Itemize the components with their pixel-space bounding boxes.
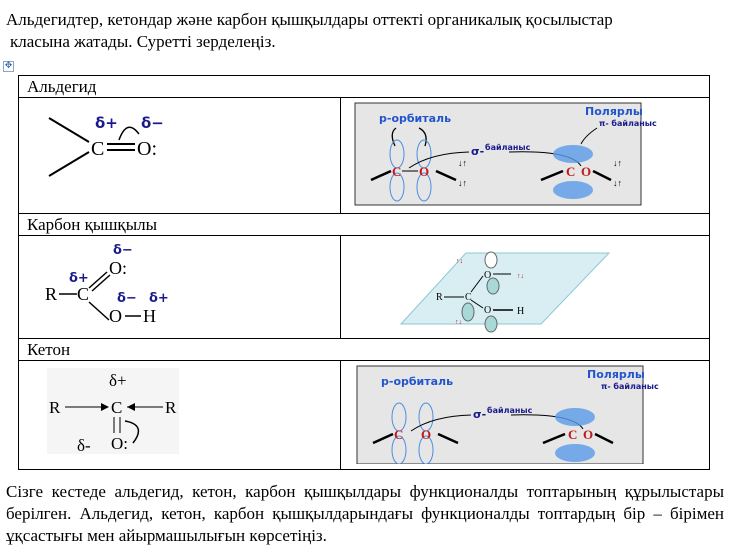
polar-label: Полярлы [587, 368, 645, 381]
electron-shift-arrow [118, 126, 140, 141]
ketone-structure: δ+ R C R O: δ- [18, 360, 341, 470]
carbon-atom: C [392, 164, 401, 179]
spin-label: ↑↓ [455, 318, 462, 326]
spin-label: ↓↑ [458, 158, 467, 168]
hydroxyl-oxygen: O [109, 306, 122, 326]
sigma-label: σ- [473, 408, 486, 421]
pi-bond-label: π- байланыс [601, 381, 659, 391]
row-header-aldehyde: Альдегид [18, 75, 710, 98]
r-group: R [165, 398, 177, 417]
oxygen-atom: O: [137, 138, 157, 160]
oxygen-atom: O [484, 270, 491, 281]
row-header-carboxylic-acid: Карбон қышқылы [18, 213, 710, 236]
carbonyl-oxygen: O: [109, 258, 127, 278]
sigma-bond-label: байланыс [485, 142, 531, 152]
oxygen-atom: O [581, 164, 591, 179]
oxygen-atom: O [583, 427, 593, 442]
carbon-atom: C [111, 398, 122, 417]
aldehyde-orbital-cell: p-орбиталь C O ↓↑ ↓↑ σ- байланыс C O ↓↑ … [340, 97, 710, 214]
functional-groups-table: Альдегид C O: δ+ δ− p-орбиталь C O ↓↑ ↓↑… [18, 75, 710, 470]
delta-plus-label: δ+ [95, 114, 118, 132]
carbon-atom: C [77, 284, 89, 304]
carboxylic-acid-structure: R C O: O H δ− δ+ δ− δ+ [18, 235, 341, 339]
r-group: R [49, 398, 61, 417]
carbon-atom: C [465, 292, 472, 303]
spin-label: ↓↑ [613, 158, 622, 168]
task-paragraph: Сізге кестеде альдегид, кетон, карбон қы… [6, 482, 724, 545]
spin-label: ↓↑ [458, 178, 467, 188]
sigma-bond-label: байланыс [487, 405, 533, 415]
pi-bond-label: π- байланыс [599, 118, 657, 128]
carbon-atom: C [568, 427, 577, 442]
carbon-atom: C [394, 427, 403, 442]
delta-plus-label: δ+ [69, 271, 89, 286]
p-orbital-label: p-орбиталь [379, 112, 451, 125]
intro-line-1: Альдегидтер, кетондар және карбон қышқыл… [6, 10, 613, 29]
r-group: R [436, 292, 443, 303]
r-group: R [45, 284, 57, 304]
p-orbital-label: p-орбиталь [381, 375, 453, 388]
carboxylic-acid-3d-diagram: R C O O H ↑↓ ↑↓ ↑↓ [399, 251, 611, 333]
carboxylic-acid-orbital-cell: R C O O H ↑↓ ↑↓ ↑↓ [340, 235, 710, 339]
carbon-atom: C [566, 164, 575, 179]
spin-label: ↑↓ [456, 257, 463, 265]
table-move-handle-icon[interactable]: ✥ [3, 61, 14, 72]
intro-paragraph: Альдегидтер, кетондар және карбон қышқыл… [6, 9, 726, 53]
spin-label: ↓↑ [613, 178, 622, 188]
carboxylic-acid-formula-diagram: R C O: O H δ− δ+ δ− δ+ [45, 243, 169, 326]
intro-line-2: класына жатады. Суретті зерделеңіз. [10, 32, 276, 51]
delta-minus-label: δ− [141, 114, 164, 132]
ketone-formula-diagram: δ+ R C R O: δ- [47, 367, 179, 455]
aldehyde-orbital-diagram: p-орбиталь C O ↓↑ ↓↑ σ- байланыс C O ↓↑ … [354, 102, 657, 206]
spin-label: ↑↓ [517, 272, 524, 280]
delta-plus-label: δ+ [109, 371, 127, 390]
sigma-label: σ- [471, 145, 484, 158]
oxygen-atom: O [484, 305, 491, 316]
oxygen-atom: O [421, 427, 431, 442]
carbon-atom: C [91, 138, 104, 160]
polar-label: Полярлы [585, 105, 643, 118]
row-header-ketone: Кетон [18, 338, 710, 361]
oxygen-atom: O: [111, 434, 128, 453]
oxygen-atom: O [419, 164, 429, 179]
ketone-orbital-cell: p-орбиталь C O σ- байланыс C O Полярлы π… [340, 360, 710, 470]
hydrogen-atom: H [517, 306, 524, 317]
delta-plus-label: δ+ [149, 291, 169, 306]
aldehyde-formula-diagram: C O: δ+ δ− [48, 114, 164, 177]
aldehyde-structure: C O: δ+ δ− [18, 97, 341, 214]
delta-minus-label: δ- [77, 436, 91, 455]
delta-minus-label: δ− [117, 291, 137, 306]
ketone-orbital-diagram: p-орбиталь C O σ- байланыс C O Полярлы π… [356, 365, 659, 465]
hydrogen-atom: H [143, 306, 156, 326]
delta-minus-label: δ− [113, 243, 133, 258]
